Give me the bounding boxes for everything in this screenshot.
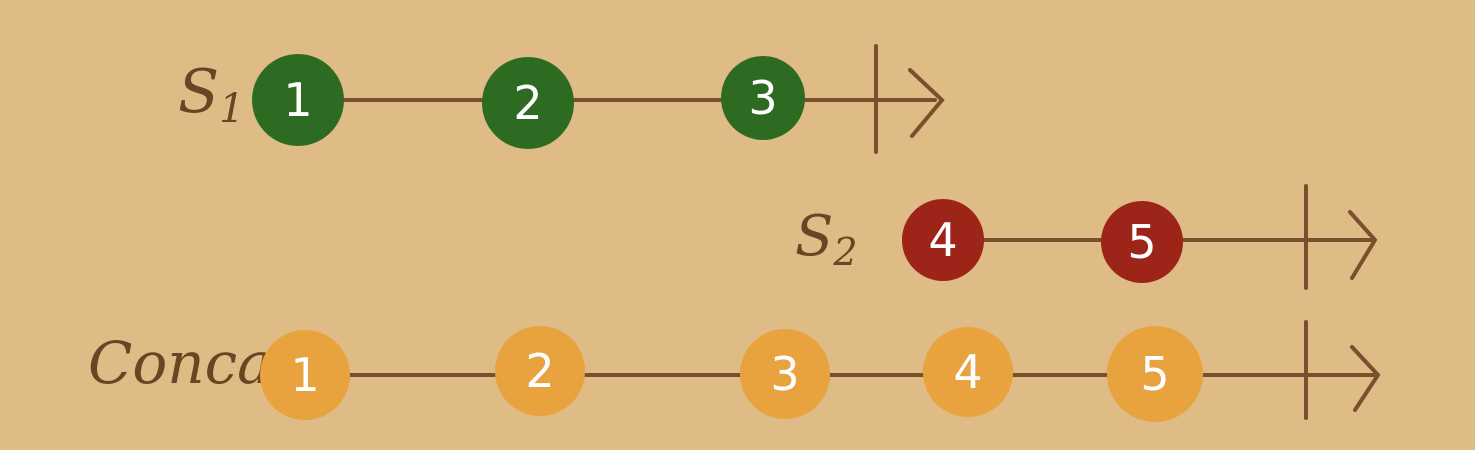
marble-value: 2 (513, 76, 542, 130)
marble-circle (252, 54, 344, 146)
stream-concat-label: Concat (88, 329, 296, 397)
marble: 2 (495, 326, 585, 416)
marble-value: 3 (770, 347, 799, 401)
marble-value: 3 (748, 71, 777, 125)
marble: 3 (721, 56, 805, 140)
marble-circle (1101, 201, 1183, 283)
marble-value: 2 (525, 344, 554, 398)
marble-value: 4 (928, 213, 957, 267)
marble-circle (902, 199, 984, 281)
marble-circle (923, 327, 1013, 417)
marble-value: 4 (953, 345, 982, 399)
marble: 1 (252, 54, 344, 146)
stream-concat-arrowhead (1350, 345, 1381, 412)
marble-circle (721, 56, 805, 140)
marble-circle (740, 329, 830, 419)
marble: 5 (1107, 326, 1203, 422)
marble: 1 (260, 330, 350, 420)
marble: 3 (740, 329, 830, 419)
stream-s1: S1 1 2 3 (178, 44, 945, 154)
stream-s1-arrowhead (908, 68, 945, 138)
marble: 5 (1101, 201, 1183, 283)
marble-value: 1 (290, 348, 319, 402)
marble-circle (482, 57, 574, 149)
marble-value: 5 (1127, 215, 1156, 269)
marble-value: 1 (283, 73, 312, 127)
stream-s2: S2 4 5 (795, 184, 1378, 290)
stream-s1-label-sub: 1 (219, 86, 244, 132)
marble-circle (260, 330, 350, 420)
marble-circle (1107, 326, 1203, 422)
marble: 4 (902, 199, 984, 281)
stream-concat: Concat 1 2 3 4 5 (88, 320, 1381, 422)
marble-circle (495, 326, 585, 416)
marble: 2 (482, 57, 574, 149)
stream-s2-label-sub: 2 (832, 230, 857, 274)
stream-s2-arrowhead (1348, 210, 1378, 280)
stream-s2-label: S2 (795, 204, 858, 274)
marble-value: 5 (1140, 347, 1169, 401)
stream-s1-label: S1 (178, 57, 245, 132)
marble: 4 (923, 327, 1013, 417)
